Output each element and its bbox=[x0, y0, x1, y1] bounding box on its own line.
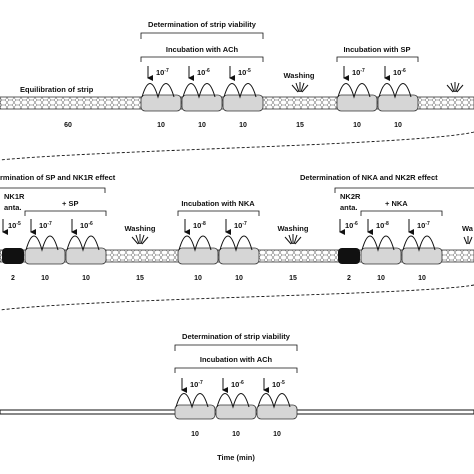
washing-label: Washing bbox=[284, 71, 315, 80]
ach-bracket bbox=[140, 56, 264, 62]
sp-conc-1: 10-7 bbox=[352, 68, 365, 77]
conc-a: 10-5 bbox=[8, 221, 21, 230]
duration-r3-3: 10 bbox=[273, 431, 281, 438]
sp-conc-2: 10-6 bbox=[393, 68, 406, 77]
nka2-box-2 bbox=[401, 247, 443, 265]
duration-r2-6: 10 bbox=[235, 275, 243, 282]
washing-label-cut: Wa bbox=[462, 224, 474, 233]
plus-nka-bracket bbox=[360, 210, 443, 216]
nk1r-antagonist-box bbox=[2, 248, 24, 264]
duration-r2-8: 2 bbox=[347, 275, 351, 282]
ach-conc-2: 10-6 bbox=[197, 68, 210, 77]
ach-incubation-label: Incubation with ACh bbox=[166, 45, 239, 54]
sp2-response-trace bbox=[25, 235, 100, 252]
washing-label-3: Washing bbox=[278, 224, 309, 233]
sp-box-2 bbox=[377, 94, 419, 112]
sp2-box-1 bbox=[24, 247, 66, 265]
plus-sp-bracket bbox=[24, 210, 107, 216]
nk1r-label-1: NK1R bbox=[4, 192, 25, 201]
conc-c: 10-6 bbox=[80, 221, 93, 230]
sp2-box-2 bbox=[65, 247, 107, 265]
nka-box-2 bbox=[218, 247, 260, 265]
conc-e: 10-8 bbox=[376, 221, 389, 230]
ach3-box-2 bbox=[215, 404, 257, 420]
conc-b: 10-7 bbox=[39, 221, 52, 230]
ach-conc-1: 10-7 bbox=[156, 68, 169, 77]
equilibration-label: Equilibration of strip bbox=[20, 85, 94, 94]
duration-r2-7: 15 bbox=[289, 275, 297, 282]
washing-label-2: Washing bbox=[125, 224, 156, 233]
row-2: rmination of SP and NK1R effect NK1R ant… bbox=[0, 173, 474, 282]
duration-r2-9: 10 bbox=[377, 275, 385, 282]
sp-box-1 bbox=[336, 94, 378, 112]
nka-conc-1: 10-8 bbox=[193, 221, 206, 230]
duration-r2-1: 2 bbox=[11, 275, 15, 282]
nka-bracket bbox=[177, 210, 260, 216]
viability-bracket bbox=[140, 32, 264, 39]
nk2r-antagonist-box bbox=[338, 248, 360, 264]
washing-icon-4 bbox=[284, 234, 302, 245]
duration-60: 60 bbox=[64, 122, 72, 129]
ach-bracket-2 bbox=[174, 367, 298, 373]
conc-d: 10-6 bbox=[345, 221, 358, 230]
nka-effect-bracket bbox=[334, 187, 474, 193]
ach3-conc-3: 10-5 bbox=[272, 380, 285, 389]
duration-r2-4: 15 bbox=[136, 275, 144, 282]
duration-r2-3: 10 bbox=[82, 275, 90, 282]
duration-r1-4: 15 bbox=[296, 122, 304, 129]
nka-conc-2: 10-7 bbox=[234, 221, 247, 230]
nka2-response-trace bbox=[361, 235, 436, 252]
washing-icon-5 bbox=[463, 236, 473, 245]
sp-bracket bbox=[336, 56, 419, 62]
duration-r2-5: 10 bbox=[194, 275, 202, 282]
sp-effect-title: rmination of SP and NK1R effect bbox=[0, 173, 116, 182]
nka2-box-1 bbox=[360, 247, 402, 265]
ach3-conc-1: 10-7 bbox=[190, 380, 203, 389]
viability-title: Determination of strip viability bbox=[148, 20, 257, 29]
viability-title-2: Determination of strip viability bbox=[182, 332, 291, 341]
plus-sp-label: + SP bbox=[62, 199, 78, 208]
continuation-curve-2 bbox=[0, 284, 474, 311]
sp-response-trace bbox=[337, 83, 412, 99]
conc-f: 10-7 bbox=[417, 221, 430, 230]
ach3-response-trace bbox=[175, 393, 291, 409]
nk1r-label-2: anta. bbox=[4, 203, 22, 212]
ach3-conc-2: 10-6 bbox=[231, 380, 244, 389]
sp-incubation-label: Incubation with SP bbox=[343, 45, 410, 54]
duration-r1-6: 10 bbox=[394, 122, 402, 129]
duration-r2-10: 10 bbox=[418, 275, 426, 282]
duration-r3-1: 10 bbox=[191, 431, 199, 438]
nka-response-trace bbox=[178, 235, 253, 252]
ach-box-1 bbox=[140, 94, 182, 112]
duration-r1-5: 10 bbox=[353, 122, 361, 129]
duration-r2-2: 10 bbox=[41, 275, 49, 282]
ach3-box-1 bbox=[174, 404, 216, 420]
time-axis-label: Time (min) bbox=[217, 453, 255, 462]
nka-incubation-label: Incubation with NKA bbox=[181, 199, 255, 208]
nka-box-1 bbox=[177, 247, 219, 265]
duration-r1-3: 10 bbox=[239, 122, 247, 129]
continuation-curve-1 bbox=[0, 131, 474, 161]
row-3: Determination of strip viability Incubat… bbox=[0, 332, 474, 462]
row-1: Equilibration of strip 10-7 10-6 10-5 In… bbox=[0, 20, 474, 129]
ach-box-2 bbox=[181, 94, 223, 112]
duration-r1-2: 10 bbox=[198, 122, 206, 129]
ach-conc-3: 10-5 bbox=[238, 68, 251, 77]
duration-r3-2: 10 bbox=[232, 431, 240, 438]
ach-response-trace bbox=[141, 83, 257, 99]
duration-r1-1: 10 bbox=[157, 122, 165, 129]
sp-effect-bracket bbox=[0, 187, 106, 193]
washing-icon-2 bbox=[446, 82, 464, 93]
washing-icon-3 bbox=[131, 234, 149, 245]
nka-effect-title: Determination of NKA and NK2R effect bbox=[300, 173, 438, 182]
ach-box-3 bbox=[222, 94, 264, 112]
nk2r-label-2: anta. bbox=[340, 203, 358, 212]
ach-incubation-label-2: Incubation with ACh bbox=[200, 355, 273, 364]
washing-icon bbox=[291, 82, 309, 93]
plus-nka-label: + NKA bbox=[385, 199, 408, 208]
nk2r-label-1: NK2R bbox=[340, 192, 361, 201]
viability-bracket-2 bbox=[174, 344, 298, 351]
ach3-box-3 bbox=[256, 404, 298, 420]
